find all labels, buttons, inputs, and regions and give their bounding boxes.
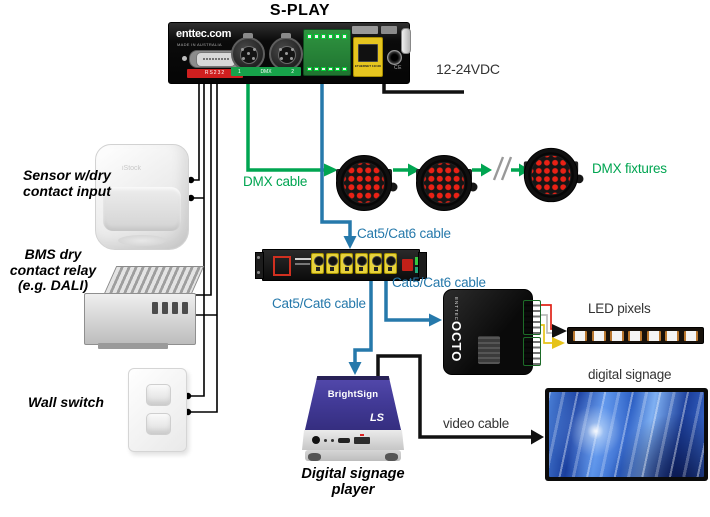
db9-serial-port [182,50,250,68]
switch-power-port [402,259,413,271]
model-badge: LS [369,412,384,424]
dmx-port-1-xlr [231,33,265,71]
made-in-label: MADE IN AUSTRALIA [177,42,222,47]
octo-terminal-block-top [523,300,541,335]
video-cable-label: video cable [443,416,510,431]
digital-signage-label: digital signage [588,367,672,382]
fuse-holder [401,28,411,54]
video-cable-line [376,354,532,439]
player-front-panel [302,430,404,450]
sensor-label: Sensor w/dry contact input [23,167,111,199]
brightsign-logo: BrightSign [327,389,379,400]
dmx-port-2-xlr [269,33,303,71]
led-strip-connector-black [552,324,567,338]
dmx-fixture-2 [416,156,478,211]
stock-watermark: iStock [122,165,142,172]
player-body: BrightSign LS [304,376,402,434]
ethernet-port: ETHERNET 10/100 [353,37,383,77]
wall-switch-label: Wall switch [28,394,104,410]
rear-label-right [381,26,397,34]
cat5-cable-label-switch: Cat5/Cat6 cable [357,226,451,241]
dmx-cable-label: DMX cable [243,174,308,189]
cat5-cable-lines [320,82,430,363]
digital-signage-display [545,388,708,481]
enttec-logo: enttec.com [176,28,232,40]
cat5-cable-label-octo: Cat5/Cat6 cable [392,275,486,290]
power-voltage-label: 12-24VDC [436,61,500,77]
sd-card-slot [354,433,370,444]
display-screen [549,392,704,477]
brightsign-player: BrightSign LS [302,376,404,464]
switch-button-bottom [146,413,171,435]
rear-label-left [352,26,378,34]
gpio-terminal-block [303,29,351,76]
splay-title: S-PLAY [269,2,331,19]
sensor-base [118,235,166,246]
dmx-fixtures-label: DMX fixtures [592,161,667,176]
bms-relay-module [84,266,205,349]
power-cable-line [382,84,464,94]
switch-button-top [146,384,171,406]
audio-jack [312,436,320,444]
led-pixel-wires [541,304,553,344]
video-cable-arrowhead [531,429,544,445]
dmx-fixture-3 [524,148,584,201]
dmx-fixture-1 [336,156,398,211]
relay-body [84,293,196,345]
octo-led-controller: ENTTEC OCTO [443,289,541,375]
gpio-wires [187,82,218,413]
player-base [305,450,401,461]
bms-relay-label: BMS dry contact relay (e.g. DALI) [9,246,97,294]
octo-terminal-block-bottom [523,337,541,366]
octo-logo: ENTTEC OCTO [449,297,464,363]
signage-player-label: Digital signage player [301,466,405,499]
din-rail-clip [98,343,168,349]
dc-input-jack [387,50,402,65]
dmx-cable-line [246,82,519,172]
relay-terminals [152,302,188,314]
rs232-label: RS232 [187,69,243,78]
switch-logo [273,256,291,276]
led-pixel-strip [567,327,704,344]
pir-sensor: iStock [95,144,189,250]
cat5-cable-label-player: Cat5/Cat6 cable [272,296,366,311]
octo-label-sticker [478,336,500,364]
network-switch [255,249,427,281]
cat5-cable-arrowheads [343,236,442,375]
usb-port [338,437,350,443]
led-pixels-label: LED pixels [588,301,651,316]
ce-mark: CE [394,65,402,71]
wall-switch [128,368,187,452]
sensor-lens [103,187,181,231]
led-strip-connector-yellow [552,337,565,349]
daisy-chain-break-icon [492,156,513,181]
ethercon-ports [311,253,397,274]
